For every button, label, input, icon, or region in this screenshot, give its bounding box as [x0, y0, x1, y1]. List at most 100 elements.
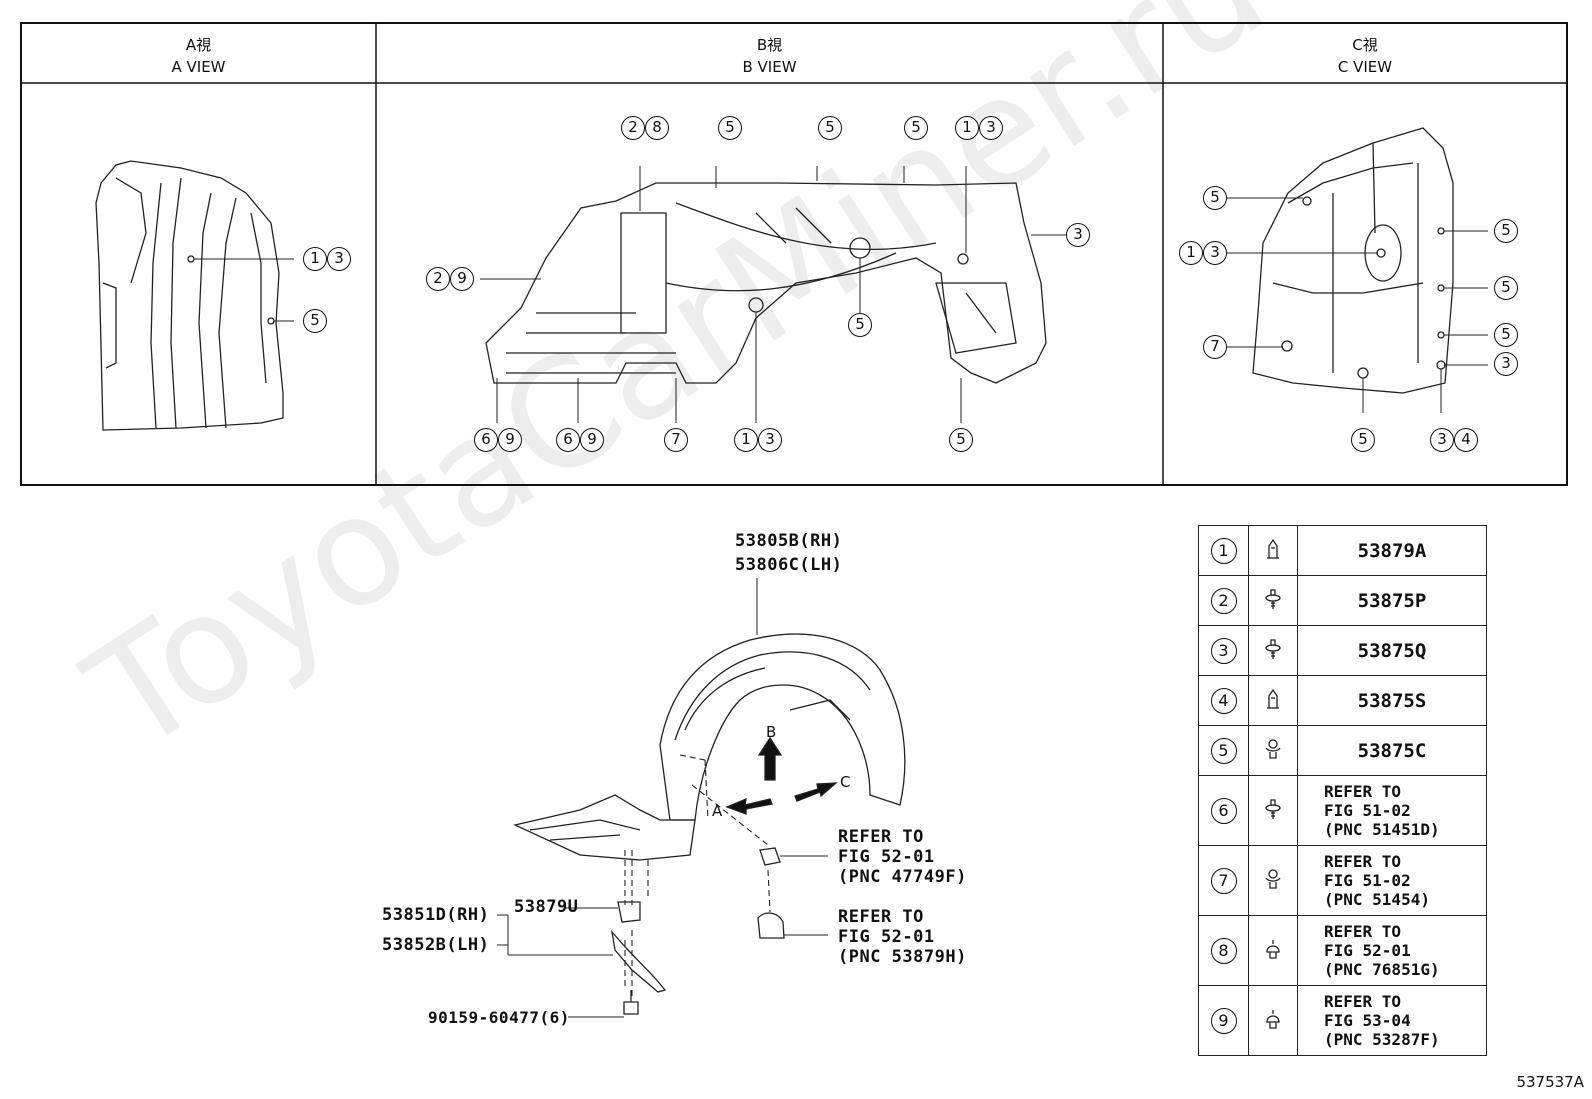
- screw-clip-icon: [1265, 588, 1281, 609]
- callout-b-9a: 9: [498, 428, 522, 452]
- callout-c-5b: 5: [1494, 219, 1518, 243]
- legend-row: 9 REFER TO FIG 53-04 (PNC 53287F): [1198, 985, 1487, 1056]
- screw-clip-icon: [1265, 638, 1281, 659]
- callout-b-6b: 6: [556, 428, 580, 452]
- callout-c-3: 3: [1203, 241, 1227, 265]
- refer-pnc-47749f: REFER TO FIG 52-01 (PNC 47749F): [838, 827, 967, 887]
- callout-c-5c: 5: [1494, 276, 1518, 300]
- liner-rh-label: 53805B(RH): [735, 531, 843, 551]
- callout-b-1-bottom: 1: [734, 428, 758, 452]
- cap-clip-icon: [1266, 1009, 1280, 1029]
- legend-part-number: REFER TO FIG 52-01 (PNC 76851G): [1297, 915, 1487, 986]
- legend-part-number: REFER TO FIG 51-02 (PNC 51454): [1297, 845, 1487, 916]
- legend-row: 1 53879A: [1198, 525, 1487, 576]
- view-a-header: A視 A VIEW: [21, 34, 376, 78]
- legend-row: 2 53875P: [1198, 575, 1487, 626]
- liner-lh-label: 53806C(LH): [735, 555, 843, 575]
- callout-b-5a: 5: [718, 116, 742, 140]
- callout-b-2: 2: [621, 116, 645, 140]
- view-b-header: B視 B VIEW: [376, 34, 1163, 78]
- callout-b-8: 8: [645, 116, 669, 140]
- callout-c-5e: 5: [1351, 428, 1375, 452]
- ref2-line1: REFER TO: [838, 907, 924, 927]
- view-b-title-en: B VIEW: [742, 58, 797, 76]
- legend-number: 9: [1210, 1007, 1237, 1034]
- legend-part-number: REFER TO FIG 51-02 (PNC 51451D): [1297, 775, 1487, 846]
- legend-row: 4 53875S: [1198, 675, 1487, 726]
- callout-b-3-bottom: 3: [758, 428, 782, 452]
- view-c-title-ja: C視: [1352, 36, 1378, 54]
- legend-number: 6: [1210, 797, 1237, 824]
- ref1-line2: FIG 52-01: [838, 847, 935, 867]
- legend-part-number: 53875Q: [1297, 625, 1487, 676]
- arrow-c-label: C: [840, 773, 851, 791]
- view-c-title-en: C VIEW: [1337, 58, 1393, 76]
- callout-c-4-bottom: 4: [1454, 428, 1478, 452]
- arrow-a-label: A: [712, 802, 723, 820]
- callout-b-7: 7: [664, 428, 688, 452]
- view-a-title-ja: A視: [185, 36, 212, 54]
- legend-number: 3: [1210, 637, 1237, 664]
- bracket-lh-label: 53852B(LH): [382, 935, 490, 955]
- legend-row: 6 REFER TO FIG 51-02 (PNC 51451D): [1198, 775, 1487, 846]
- legend-part-number: REFER TO FIG 53-04 (PNC 53287F): [1297, 985, 1487, 1056]
- callout-c-1: 1: [1179, 241, 1203, 265]
- view-b-title-ja: B視: [756, 36, 783, 54]
- view-panels-frame: [20, 22, 1568, 486]
- legend-row: 8 REFER TO FIG 52-01 (PNC 76851G): [1198, 915, 1487, 986]
- ref2-line2: FIG 52-01: [838, 927, 935, 947]
- callout-b-6a: 6: [474, 428, 498, 452]
- legend-number: 7: [1210, 867, 1237, 894]
- ref1-line1: REFER TO: [838, 827, 924, 847]
- callout-c-3-bottom: 3: [1430, 428, 1454, 452]
- refer-pnc-53879h: REFER TO FIG 52-01 (PNC 53879H): [838, 907, 967, 967]
- legend-number: 8: [1210, 937, 1237, 964]
- legend-part-number: 53875S: [1297, 675, 1487, 726]
- callout-c-5a: 5: [1203, 186, 1227, 210]
- view-b-liner-drawing: [480, 166, 1066, 423]
- legend-number: 2: [1210, 587, 1237, 614]
- figure-id: 537537A: [1516, 1073, 1584, 1091]
- push-clip-icon: [1267, 538, 1279, 559]
- callout-c-5d: 5: [1494, 323, 1518, 347]
- flower-clip-icon: [1265, 868, 1281, 889]
- callout-b-5d: 5: [848, 313, 872, 337]
- callout-b-1: 1: [955, 116, 979, 140]
- callout-a-3: 3: [327, 247, 351, 271]
- callout-b-9-left: 9: [450, 267, 474, 291]
- screw-clip-icon: [1265, 798, 1281, 819]
- flower-clip-icon: [1265, 738, 1281, 759]
- callout-b-5e: 5: [949, 428, 973, 452]
- callout-b-2-left: 2: [426, 267, 450, 291]
- view-c-header: C視 C VIEW: [1163, 34, 1567, 78]
- arrow-b-icon: [757, 736, 783, 781]
- callout-a-5: 5: [303, 309, 327, 333]
- legend-part-number: 53875C: [1297, 725, 1487, 776]
- ref1-line3: (PNC 47749F): [838, 867, 967, 887]
- callout-b-5b: 5: [818, 116, 842, 140]
- legend-part-number: 53875P: [1297, 575, 1487, 626]
- arrow-c-icon: [794, 782, 838, 802]
- legend-number: 1: [1210, 537, 1237, 564]
- arrow-b-label: B: [766, 723, 777, 741]
- legend-number: 5: [1210, 737, 1237, 764]
- legend-part-number: 53879A: [1297, 525, 1487, 576]
- view-c-liner-drawing: [1227, 127, 1488, 413]
- bolt-label: 90159-60477(6): [428, 1008, 570, 1027]
- legend-number: 4: [1210, 687, 1237, 714]
- callout-b-3-right: 3: [1066, 223, 1090, 247]
- callout-c-7: 7: [1203, 335, 1227, 359]
- push-clip-icon: [1267, 688, 1279, 709]
- exploded-liner-drawing: [497, 578, 906, 1018]
- callout-b-3: 3: [979, 116, 1003, 140]
- bracket-rh-label: 53851D(RH): [382, 905, 490, 925]
- callout-c-3-right: 3: [1494, 352, 1518, 376]
- view-a-liner-drawing: [95, 160, 294, 431]
- callout-a-1: 1: [303, 247, 327, 271]
- view-a-title-en: A VIEW: [171, 58, 226, 76]
- callout-b-5c: 5: [904, 116, 928, 140]
- arrow-a-icon: [725, 797, 773, 815]
- cap-clip-icon: [1266, 939, 1280, 959]
- legend-row: 3 53875Q: [1198, 625, 1487, 676]
